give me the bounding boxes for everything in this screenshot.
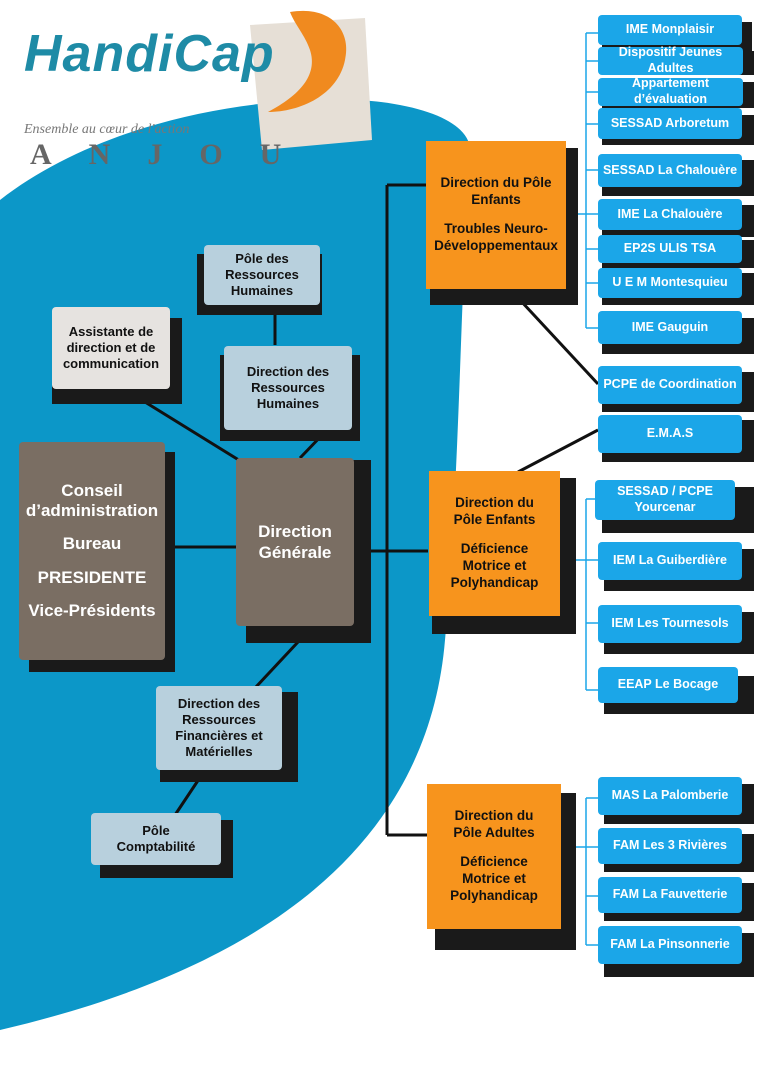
hr-direction-box: Direction des Ressources Humaines [224,346,352,430]
conn-dmp-emas [517,428,599,474]
accounting-line1: Pôle [142,822,170,838]
adults-line3: Déficience [460,854,528,870]
tnd-line1: Direction du Pôle [440,175,552,191]
unit-tnd-1: Dispositif Jeunes Adultes [598,45,743,75]
adults-line5: Polyhandicap [450,887,538,903]
logo-orange-swirl [268,10,347,112]
unit-dmp-1: IEM Les Tournesols [598,605,742,643]
unit-tnd-0: IME Monplaisir [598,15,742,45]
unit-tnd-6: EP2S ULIS TSA [598,235,742,263]
tnd-line4: Développementaux [434,237,558,253]
pole-children-tnd-box: Direction du Pôle Enfants Troubles Neuro… [426,141,566,289]
unit-tnd-2: Appartement d’évaluation [598,76,743,106]
logo-region: ANJOU [30,138,319,171]
unit-adults-2: FAM La Fauvetterie [598,877,742,913]
conn-assistant-dg [144,400,243,464]
assistant-line2: direction et de [66,339,156,355]
hr-pole-line3: Humaines [230,283,294,299]
governance-line2: d’administration [25,500,159,520]
general-direction-line1: Direction [258,521,332,541]
general-direction-line2: Générale [258,543,332,562]
governance-line4: PRESIDENTE [37,567,147,587]
general-direction-box: Direction Générale [236,458,354,626]
logo-tagline: Ensemble au cœur de l'action [24,122,190,137]
pole-adults-box: Direction du Pôle Adultes Déficience Mot… [427,784,561,929]
unit-adults-3: FAM La Pinsonnerie [598,926,742,964]
governance-box: Conseil d’administration Bureau PRESIDEN… [19,442,165,660]
hr-direction-line1: Direction des [246,363,330,379]
accounting-line2: Comptabilité [116,839,196,854]
hr-pole-box: Pôle des Ressources Humaines [204,245,320,305]
sessad-yourcenar-line2: Yourcenar [634,500,696,514]
unit-emas: E.M.A.S [598,415,742,453]
tnd-line3: Troubles Neuro- [444,221,548,236]
adults-line4: Motrice et [462,870,526,886]
pole-children-dmp-box: Direction du Pôle Enfants Déficience Mot… [429,471,560,616]
hr-pole-line1: Pôle des [235,250,289,266]
governance-line5: Vice-Présidents [28,601,156,621]
unit-dmp-2: EEAP Le Bocage [598,667,738,703]
tnd-line2: Enfants [471,192,521,208]
unit-dmp-0: IEM La Guiberdière [598,542,742,580]
unit-tnd-4: SESSAD La Chalouère [598,154,742,187]
unit-tnd-7: U E M Montesquieu [598,268,742,298]
dmp-line4: Motrice et [462,557,527,573]
unit-pcpe-coordination: PCPE de Coordination [598,366,742,404]
finance-line2: Ressources [182,711,256,727]
finance-line1: Direction des [177,695,261,711]
sessad-yourcenar-line1: SESSAD / PCPE [617,484,713,499]
assistant-line1: Assistante de [68,323,154,339]
finance-line3: Financières et [175,728,263,743]
hr-direction-line3: Humaines [256,396,320,412]
conn-tnd-pcpe [518,298,600,386]
finance-line4: Matérielles [185,744,253,760]
unit-tnd-8: IME Gauguin [598,311,742,344]
logo-handicap-text: HandiCap [24,25,275,83]
assistant-line3: communication [62,356,160,372]
dmp-line5: Polyhandicap [450,574,539,590]
accounting-box: Pôle Comptabilité [91,813,221,865]
unit-sessad-pcpe-yourcenar: SESSAD / PCPE Yourcenar [595,480,735,520]
adults-line1: Direction du [454,808,534,824]
unit-adults-0: MAS La Palomberie [598,777,742,815]
conn-dg-finance [253,640,300,690]
governance-line1: Conseil [61,481,123,501]
unit-tnd-5: IME La Chalouère [598,199,742,230]
unit-adults-1: FAM Les 3 Rivières [598,828,742,864]
dmp-line1: Direction du [455,495,534,511]
adults-line2: Pôle Adultes [453,825,535,841]
governance-line3: Bureau [62,534,122,554]
assistant-box: Assistante de direction et de communicat… [52,307,170,389]
hr-pole-line2: Ressources [225,266,299,282]
hr-direction-line2: Ressources [251,379,325,395]
dmp-line2: Pôle Enfants [453,512,536,528]
dmp-line3: Déficience [460,541,529,557]
unit-tnd-3: SESSAD Arboretum [598,108,742,139]
finance-direction-box: Direction des Ressources Financières et … [156,686,282,770]
